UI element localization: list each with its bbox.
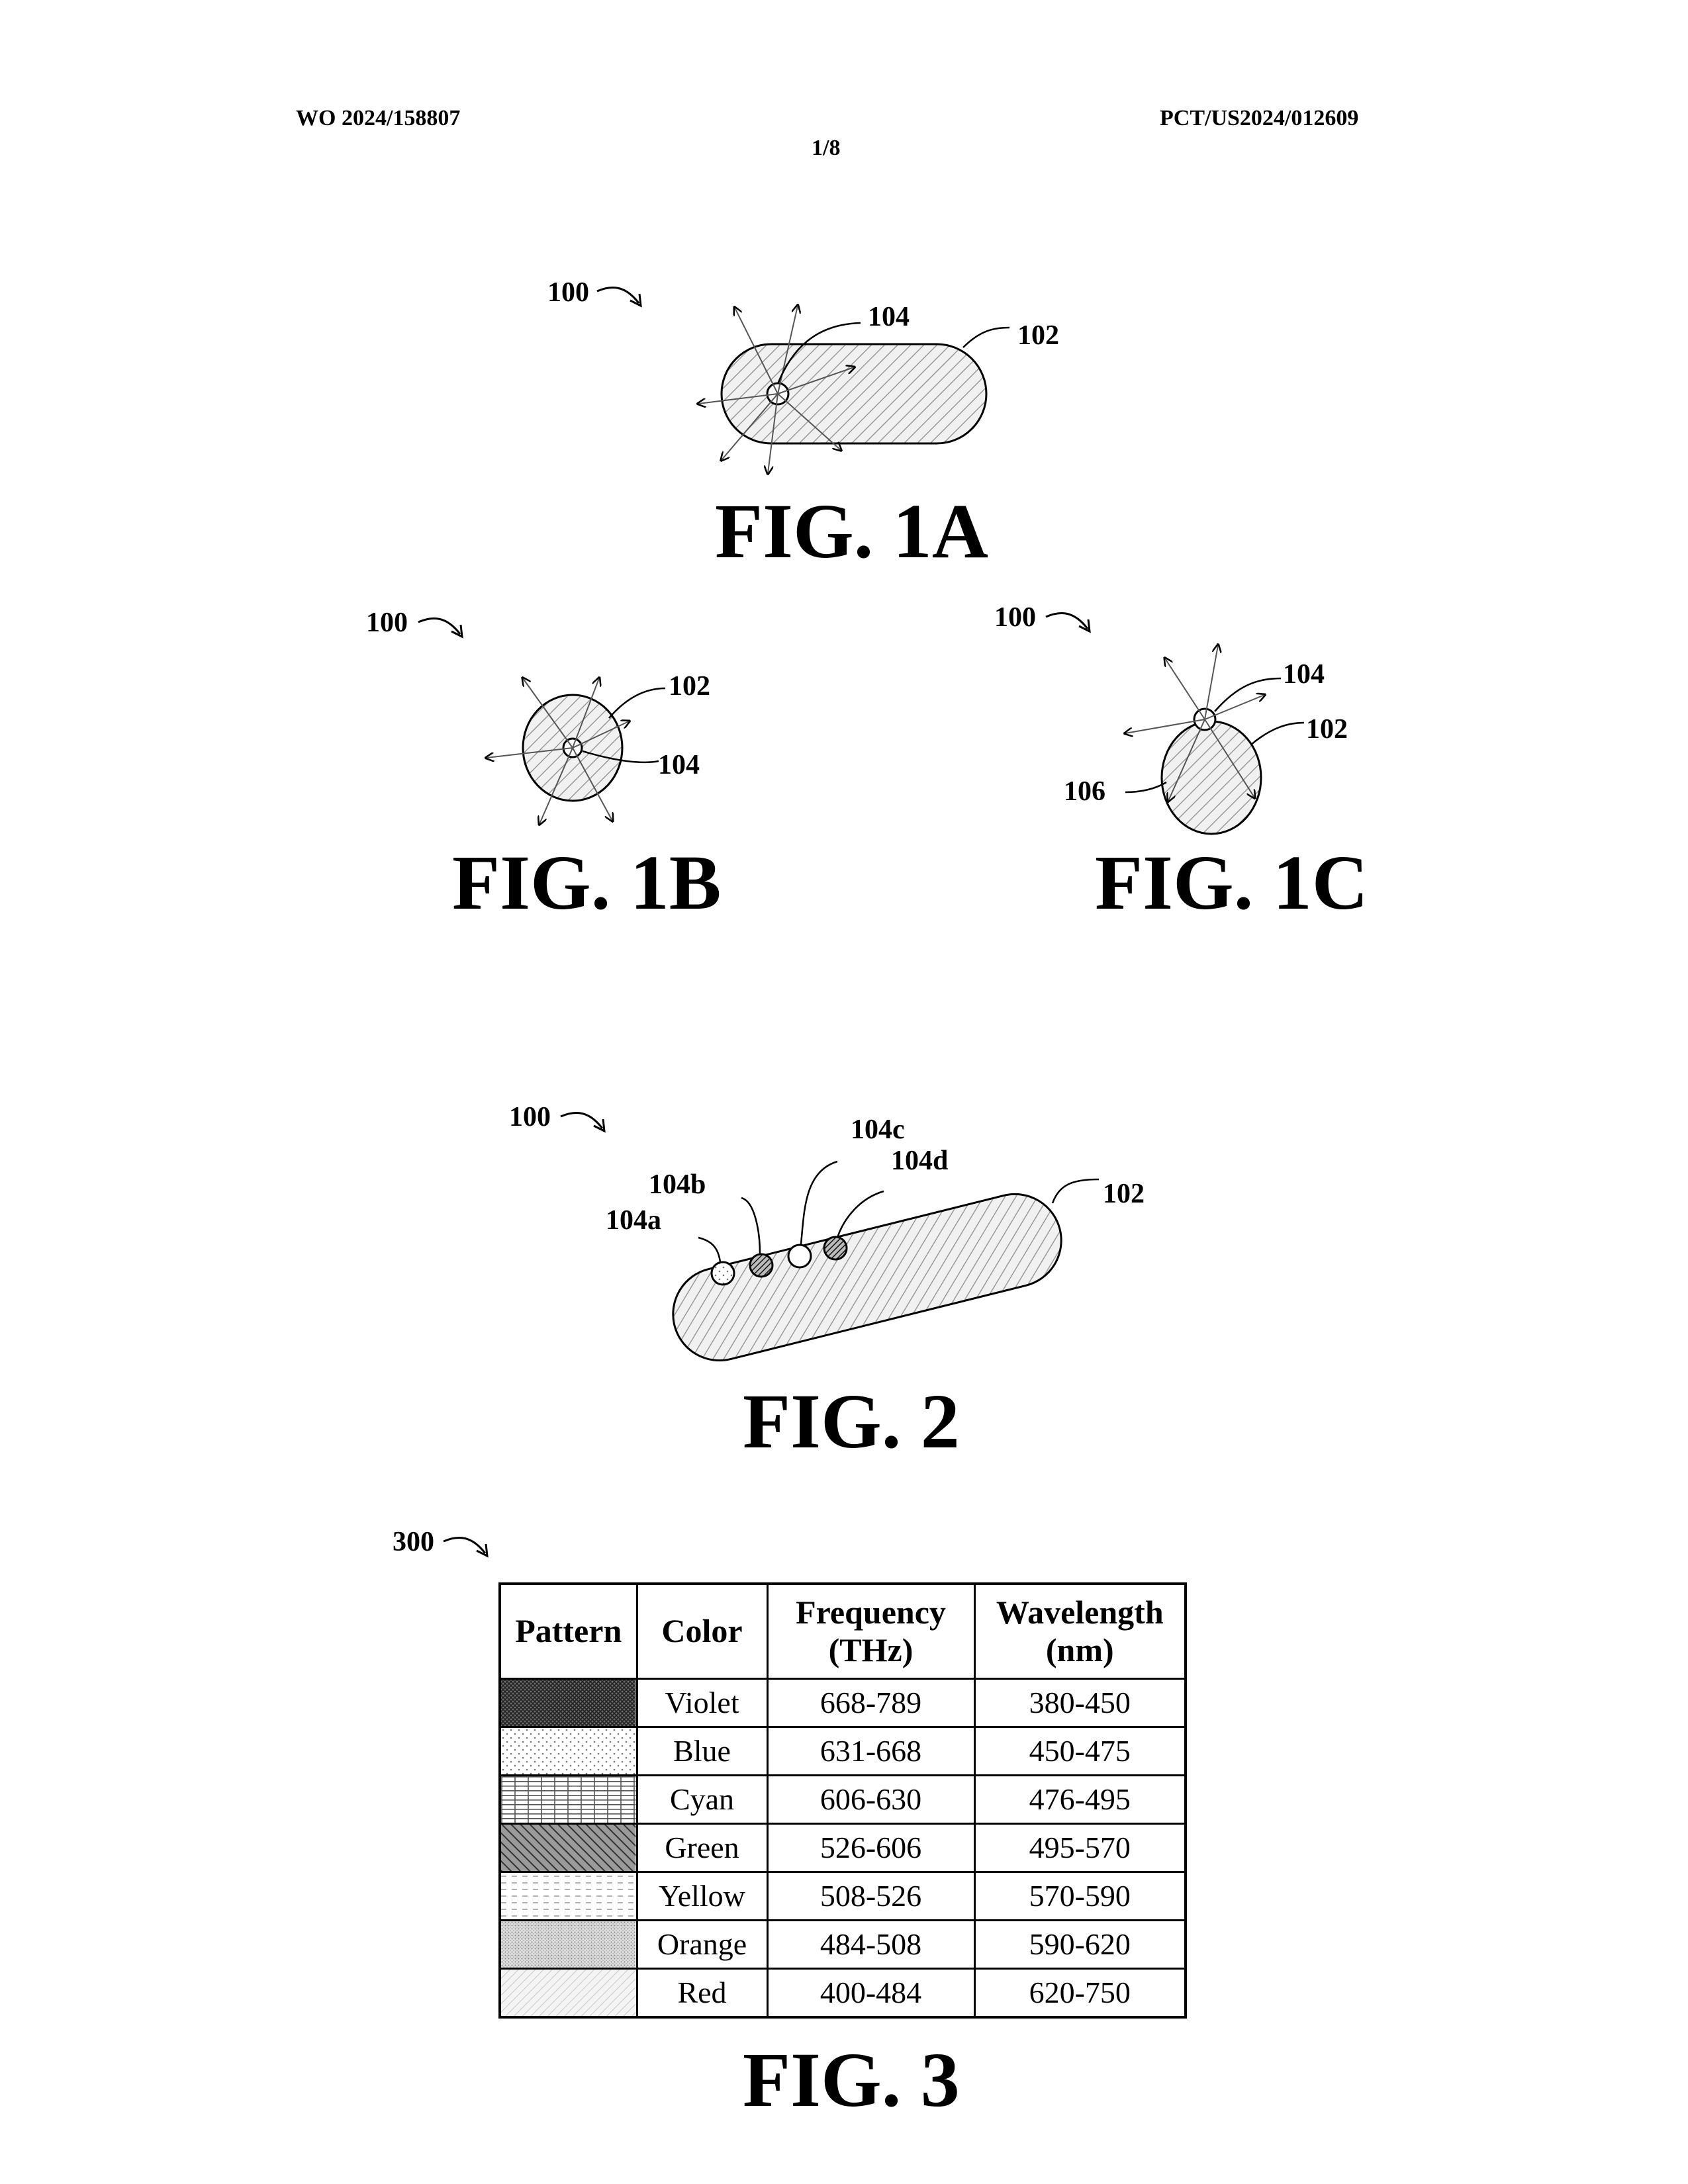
frequency-cell: 484-508 xyxy=(767,1921,974,1969)
color-cell: Blue xyxy=(637,1727,767,1776)
fig2-emitter-a-shape xyxy=(712,1262,734,1285)
frequency-cell: 668-789 xyxy=(767,1679,974,1727)
wavelength-cell: 380-450 xyxy=(974,1679,1186,1727)
wavelength-cell: 570-590 xyxy=(974,1872,1186,1921)
fig1a-body-shape xyxy=(722,344,986,443)
fig2-emitter-d-shape xyxy=(824,1237,847,1259)
fig1c-caption: FIG. 1C xyxy=(1095,838,1368,928)
color-cell: Red xyxy=(637,1969,767,2018)
table-row: Violet 668-789 380-450 xyxy=(500,1679,1186,1727)
publication-number: WO 2024/158807 xyxy=(296,106,460,131)
pattern-swatch-green xyxy=(500,1824,637,1872)
table-row: Orange 484-508 590-620 xyxy=(500,1921,1186,1969)
fig1c-body-shape xyxy=(1162,721,1261,834)
fig3-caption: FIG. 3 xyxy=(743,2035,960,2125)
fig3-ref-table: 300 xyxy=(393,1526,434,1558)
fig1a-ref-device: 100 xyxy=(547,277,589,308)
col-header-color: Color xyxy=(637,1584,767,1679)
fig1a-ref-device-arrow-icon xyxy=(596,278,649,311)
col-header-wavelength: Wavelength (nm) xyxy=(974,1584,1186,1679)
wavelength-cell: 476-495 xyxy=(974,1776,1186,1824)
table-row: Cyan 606-630 476-495 xyxy=(500,1776,1186,1824)
col-header-frequency: Frequency (THz) xyxy=(767,1584,974,1679)
fig1c-ref-reflector: 106 xyxy=(1064,776,1105,807)
table-row: Blue 631-668 450-475 xyxy=(500,1727,1186,1776)
sheet-number: 1/8 xyxy=(812,136,840,161)
application-number: PCT/US2024/012609 xyxy=(1160,106,1358,131)
pattern-swatch-cyan xyxy=(500,1776,637,1824)
color-spectrum-table: Pattern Color Frequency (THz) Wavelength… xyxy=(498,1582,1187,2019)
frequency-cell: 631-668 xyxy=(767,1727,974,1776)
fig1c-ref-device: 100 xyxy=(994,602,1036,633)
fig2-emitter-c-shape xyxy=(788,1245,811,1267)
fig1a-drawing xyxy=(682,311,1026,477)
wavelength-cell: 450-475 xyxy=(974,1727,1186,1776)
color-cell: Orange xyxy=(637,1921,767,1969)
fig2-drawing xyxy=(662,1118,1112,1343)
col-header-pattern: Pattern xyxy=(500,1584,637,1679)
pattern-swatch-blue xyxy=(500,1727,637,1776)
color-cell: Yellow xyxy=(637,1872,767,1921)
fig1c-ref-device-arrow-icon xyxy=(1045,604,1098,637)
fig1c-drawing xyxy=(1112,635,1324,841)
fig1b-ref-device: 100 xyxy=(366,607,408,639)
fig1b-caption: FIG. 1B xyxy=(452,838,722,928)
color-cell: Green xyxy=(637,1824,767,1872)
fig2-emitter-b-shape xyxy=(750,1254,773,1277)
pattern-swatch-violet xyxy=(500,1679,637,1727)
wavelength-cell: 495-570 xyxy=(974,1824,1186,1872)
pattern-swatch-red xyxy=(500,1969,637,2018)
frequency-cell: 400-484 xyxy=(767,1969,974,2018)
fig1b-ref-device-arrow-icon xyxy=(417,609,470,642)
pattern-swatch-orange xyxy=(500,1921,637,1969)
frequency-cell: 508-526 xyxy=(767,1872,974,1921)
fig2-ref-device: 100 xyxy=(509,1101,551,1133)
pattern-swatch-yellow xyxy=(500,1872,637,1921)
frequency-cell: 606-630 xyxy=(767,1776,974,1824)
fig2-ref-device-arrow-icon xyxy=(559,1103,612,1136)
fig3-ref-table-arrow-icon xyxy=(442,1528,495,1561)
table-row: Green 526-606 495-570 xyxy=(500,1824,1186,1872)
wavelength-cell: 590-620 xyxy=(974,1921,1186,1969)
table-header-row: Pattern Color Frequency (THz) Wavelength… xyxy=(500,1584,1186,1679)
fig2-caption: FIG. 2 xyxy=(743,1377,960,1467)
table-row: Yellow 508-526 570-590 xyxy=(500,1872,1186,1921)
color-cell: Violet xyxy=(637,1679,767,1727)
color-cell: Cyan xyxy=(637,1776,767,1824)
fig1a-caption: FIG. 1A xyxy=(715,486,988,576)
fig1b-drawing xyxy=(477,668,675,834)
frequency-cell: 526-606 xyxy=(767,1824,974,1872)
wavelength-cell: 620-750 xyxy=(974,1969,1186,2018)
table-row: Red 400-484 620-750 xyxy=(500,1969,1186,2018)
fig2-ref-emitter-a: 104a xyxy=(606,1205,661,1236)
